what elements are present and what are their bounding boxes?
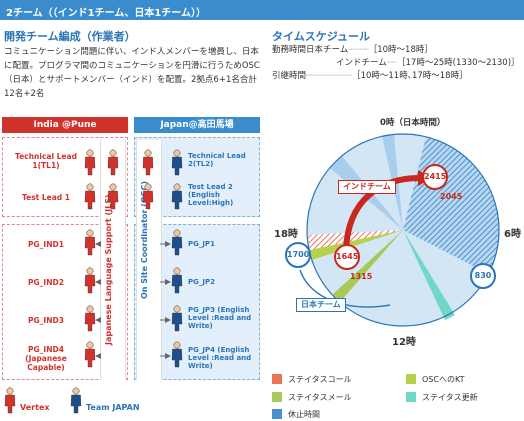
- legend-label: ステイタス更新: [422, 393, 478, 402]
- india-member-pg-ind1: PG_IND1: [28, 240, 64, 249]
- osc-column: [136, 140, 162, 380]
- india-person-icon: [84, 149, 96, 176]
- schedule-row-label: 勤務時間日本チーム: [272, 45, 349, 55]
- time-1700: 1700: [287, 250, 310, 259]
- japan-header: Japan@高田馬場: [134, 117, 260, 133]
- clock-rim: [306, 133, 500, 327]
- osc-person-icon: [142, 183, 154, 210]
- schedule-rows: 勤務時間日本チーム┈┈┈┈［10時〜18時］ インドチーム┈┈［17時〜25時(…: [272, 44, 522, 83]
- india-pg-zone: [2, 224, 128, 380]
- time-2045: 2045: [440, 192, 463, 201]
- badge-1700: [285, 242, 311, 268]
- india-team-arrow: [343, 175, 421, 251]
- india-person-icon: [84, 183, 96, 210]
- india-team-label: インドチーム: [338, 180, 396, 194]
- jls-column: [100, 140, 126, 380]
- osc-kt-wedge: [310, 230, 403, 260]
- japan-member-test-lead: Test Lead 2 (English Level:High): [188, 183, 234, 207]
- schedule-row-label: インドチーム: [336, 58, 387, 68]
- schedule-row-value: ［10時〜11時､17時〜18時］: [352, 71, 468, 81]
- schedule-row: 引継時間┈┈┈┈┈┈┈┈┈［10時〜11時､17時〜18時］: [272, 71, 468, 81]
- japan-person-icon: [171, 341, 183, 368]
- india-header: India @Pune: [2, 117, 128, 133]
- status-mail-wedge: [332, 230, 403, 302]
- japan-legend-icon: [70, 387, 82, 414]
- clock-label-left: 18時: [274, 229, 298, 240]
- japan-person-icon: [171, 229, 183, 256]
- team-title: 開発チーム編成（作業者）: [4, 30, 136, 43]
- japan-person-icon: [171, 267, 183, 294]
- japan-member-pg-jp1: PG_JP1: [188, 240, 215, 248]
- schedule-row: 勤務時間日本チーム┈┈┈┈［10時〜18時］: [272, 45, 433, 55]
- japan-member-pg-jp2: PG_JP2: [188, 278, 215, 286]
- india-member-tl1: Technical Lead 1(TL1): [15, 152, 77, 170]
- team-description: コミュニケーション問題に伴い、インド人メンバーを増員し、日本に配置。プログラマ間…: [4, 47, 260, 99]
- status-update-wedge: [403, 230, 455, 320]
- time-1315: 1315: [350, 272, 373, 281]
- japan-person-icon: [171, 183, 183, 210]
- japan-team-label: 日本チーム: [296, 298, 346, 312]
- clock-label-top: 0時（日本時間）: [380, 118, 446, 128]
- page-header: 2チーム（（インド1チーム、日本1チーム））: [0, 0, 524, 20]
- legend-swatch: [406, 392, 416, 402]
- badge-830: [470, 263, 496, 289]
- header-title: 2チーム（（インド1チーム、日本1チーム））: [6, 8, 206, 19]
- clock-label-right: 6時: [504, 229, 521, 240]
- schedule-legend: ステイタスコール OSCへのKT ステイタスメール ステイタス更新 休止時間: [272, 370, 522, 420]
- india-member-pg-ind4: PG_IND4 (Japanese Capable): [25, 345, 67, 372]
- legend-japan-label: Team JAPAN: [86, 403, 140, 412]
- schedule-title: タイムスケジュール: [272, 30, 371, 43]
- schedule-row-value: ［10時〜18時］: [368, 45, 433, 55]
- japan-member-tl2: Technical Lead 2(TL2): [188, 152, 246, 168]
- legend-label: ステイタスメール: [288, 393, 352, 402]
- legend-vertex-label: Vertex: [20, 403, 50, 412]
- badge-1645: [334, 244, 360, 270]
- india-lead-zone: [2, 137, 128, 217]
- india-person-icon: [84, 267, 96, 294]
- japan-member-pg-jp3: PG_JP3 (English Level :Read and Write): [188, 306, 252, 330]
- time-830: 830: [474, 271, 492, 280]
- legend-swatch: [406, 374, 416, 384]
- legend-label: ステイタスコール: [288, 375, 352, 384]
- india-person-icon: [84, 305, 96, 332]
- schedule-row-label: 引継時間: [272, 71, 307, 81]
- india-member-pg-ind3: PG_IND3: [28, 316, 64, 325]
- legend-swatch: [272, 409, 282, 419]
- schedule-row-value: ［17時〜25時(1330〜2130)］: [397, 58, 520, 68]
- vertex-legend-icon: [4, 387, 16, 414]
- jls-person-icon: [107, 149, 119, 176]
- schedule-row: インドチーム┈┈［17時〜25時(1330〜2130)］: [336, 58, 520, 68]
- india-member-pg-ind2: PG_IND2: [28, 278, 64, 287]
- japan-person-icon: [171, 149, 183, 176]
- japan-person-icon: [171, 305, 183, 332]
- legend-swatch: [272, 392, 282, 402]
- legend-label: 休止時間: [288, 410, 320, 419]
- osc-person-icon: [142, 149, 154, 176]
- japan-member-pg-jp4: PG_JP4 (English Level :Read and Write): [188, 346, 252, 370]
- india-person-icon: [84, 229, 96, 256]
- time-2415: 2415: [424, 172, 447, 181]
- time-1645: 1645: [336, 252, 359, 261]
- schedule-clock: [285, 133, 500, 327]
- legend-label: OSCへのKT: [422, 375, 465, 384]
- status-call-wedge: [308, 230, 403, 250]
- india-member-test-lead: Test Lead 1: [22, 193, 70, 202]
- jls-person-icon: [107, 183, 119, 210]
- badge-2415: [422, 164, 448, 190]
- team-figures: [4, 149, 183, 414]
- clock-label-bottom: 12時: [392, 337, 416, 348]
- legend-swatch: [272, 374, 282, 384]
- india-person-icon: [84, 341, 96, 368]
